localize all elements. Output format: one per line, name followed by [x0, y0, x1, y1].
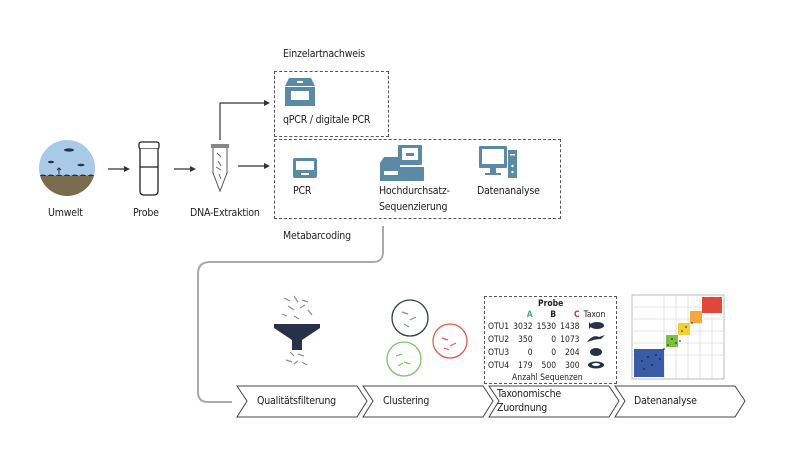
- otu-table-box: [484, 296, 617, 384]
- sample-jar-icon: [138, 141, 160, 196]
- arrow-icon: [174, 166, 196, 172]
- einzelart-title: Einzelartnachweis: [283, 48, 365, 60]
- cell: 0: [527, 348, 533, 358]
- heat-red: [702, 297, 722, 313]
- cluster-green: [386, 341, 422, 377]
- computer-icon: [479, 146, 517, 178]
- cell: 204: [564, 348, 580, 358]
- cell: 179: [518, 361, 533, 371]
- cell: 3032: [513, 322, 533, 332]
- heat-yellow: [678, 323, 690, 335]
- metabarcoding-box: [274, 139, 561, 219]
- cell: 0: [551, 348, 557, 358]
- otu-id: OTU2: [488, 335, 510, 345]
- cell: 1073: [560, 335, 580, 345]
- cell: 1530: [536, 322, 557, 332]
- environment-icon: [39, 140, 95, 196]
- chevron-taxonomie: [488, 385, 620, 418]
- snail-icon: [582, 360, 608, 373]
- step-label-umwelt: Umwelt: [48, 207, 83, 219]
- pcr-label: PCR: [293, 185, 312, 197]
- cell: 1438: [560, 322, 580, 332]
- heat-blue: [634, 349, 664, 377]
- pipeline-label-tax-1: Taxonomische: [497, 388, 561, 400]
- otu-table-title: Probe: [538, 299, 564, 309]
- tube-icon: [211, 144, 229, 193]
- pipeline-label-datenanalyse: Datenanalyse: [634, 395, 697, 407]
- datenanalyse-label-top: Datenanalyse: [477, 185, 540, 197]
- col-taxon: Taxon: [583, 310, 606, 320]
- otu-id: OTU3: [488, 348, 510, 358]
- pipeline-label-qualitaet: Qualitätsfilterung: [257, 395, 336, 407]
- table-row: OTU3 0 0 204: [486, 347, 607, 360]
- heat-green: [666, 335, 678, 347]
- chevron-qualitaet: [236, 385, 368, 418]
- cell: 300: [564, 361, 580, 371]
- arrow-icon: [108, 166, 130, 172]
- col-c: C: [573, 310, 580, 320]
- hts-label-1: Hochdurchsatz-: [379, 185, 450, 197]
- metabarcoding-title: Metabarcoding: [283, 230, 351, 242]
- step-label-dna: DNA-Extraktion: [190, 207, 260, 219]
- cell: 0: [551, 335, 557, 345]
- funnel-icon: [274, 295, 320, 366]
- bird-icon: [582, 334, 608, 347]
- heatmap-scatter-icon: [631, 294, 725, 380]
- table-row: OTU4 179 500 300: [486, 360, 607, 373]
- otu-id: OTU4: [488, 361, 510, 371]
- sequencer-icon: [380, 145, 424, 181]
- branch-arrows: [219, 100, 270, 169]
- einzelart-box: [274, 71, 389, 137]
- chevron-datenanalyse: [614, 385, 746, 418]
- frog-icon: [582, 347, 608, 360]
- fish-icon: [582, 321, 608, 334]
- qpcr-machine-icon: [285, 78, 315, 106]
- col-a: A: [526, 310, 533, 320]
- cluster-dark: [391, 299, 429, 337]
- clusters-icon: [386, 299, 468, 377]
- otu-id: OTU1: [488, 322, 510, 332]
- cell: 350: [518, 335, 533, 345]
- pipeline-label-clustering: Clustering: [383, 395, 430, 407]
- heat-orange: [690, 311, 702, 323]
- chevron-clustering: [362, 385, 494, 418]
- hts-label-2: Sequenzierung: [379, 201, 448, 213]
- cluster-red: [432, 323, 468, 359]
- pcr-machine-icon: [293, 158, 317, 178]
- pipeline-label-tax-2: Zuordnung: [497, 402, 548, 414]
- otu-table-footer: Anzahl Sequenzen: [512, 373, 583, 383]
- qpcr-label: qPCR / digitale PCR: [283, 114, 371, 126]
- col-b: B: [550, 310, 557, 320]
- cell: 500: [541, 361, 557, 371]
- step-label-probe: Probe: [133, 207, 159, 219]
